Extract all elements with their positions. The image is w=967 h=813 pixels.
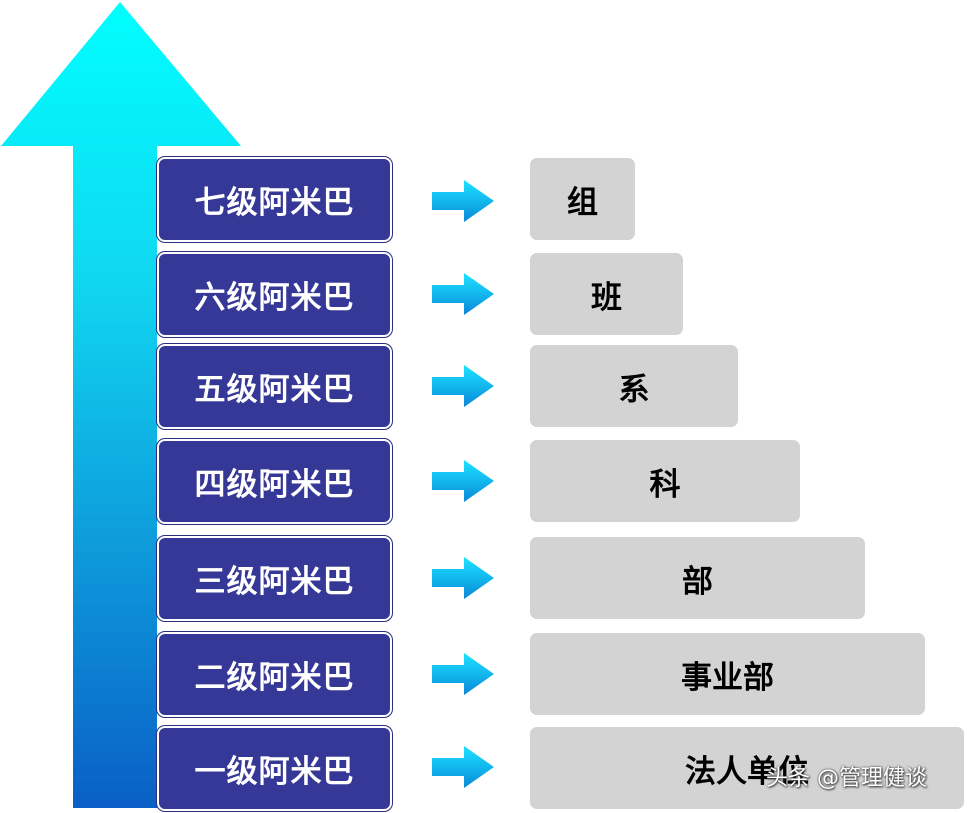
- right-arrow-icon: [432, 557, 494, 599]
- org-unit-group: 组: [528, 156, 637, 242]
- right-arrow-icon: [432, 365, 494, 407]
- org-unit-department: 部: [528, 535, 867, 621]
- right-arrow-icon: [432, 653, 494, 695]
- right-arrow-icon: [432, 180, 494, 222]
- org-unit-section: 系: [528, 343, 740, 429]
- amoeba-level-5: 五级阿米巴: [157, 344, 392, 429]
- org-unit-legal-entity: 法人单位: [528, 725, 966, 811]
- amoeba-level-7: 七级阿米巴: [157, 157, 392, 242]
- right-arrow-icon: [432, 460, 494, 502]
- org-unit-team: 班: [528, 251, 685, 337]
- right-arrow-icon: [432, 273, 494, 315]
- amoeba-level-2: 二级阿米巴: [157, 632, 392, 717]
- amoeba-level-4: 四级阿米巴: [157, 439, 392, 524]
- org-unit-department-section: 科: [528, 438, 802, 524]
- org-unit-business-division: 事业部: [528, 631, 927, 717]
- amoeba-level-3: 三级阿米巴: [157, 536, 392, 621]
- hierarchy-up-arrow-icon: [1, 2, 241, 808]
- watermark: 头条 @管理健谈: [766, 766, 927, 791]
- amoeba-level-1: 一级阿米巴: [157, 726, 392, 811]
- right-arrow-icon: [432, 746, 494, 788]
- amoeba-level-6: 六级阿米巴: [157, 252, 392, 337]
